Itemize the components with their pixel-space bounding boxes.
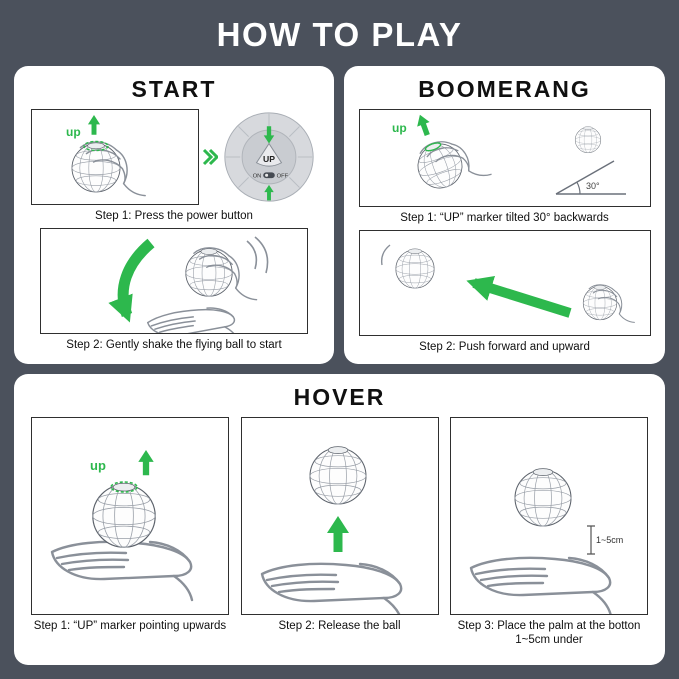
boomerang-step2-figure (358, 230, 651, 337)
start-step2-caption: Step 2: Gently shake the flying ball to … (66, 339, 282, 352)
start-step1-figure-row: up (24, 109, 324, 205)
power-button-detail: UP ON OFF (224, 112, 314, 202)
ball-illustration (574, 126, 601, 154)
up-ring-highlight (83, 140, 109, 152)
hover-step-1: up Step 1: “UP” marker pointing upwards (30, 417, 230, 653)
start-step2-figure (40, 228, 308, 354)
boomerang-panel-title: BOOMERANG (418, 76, 591, 102)
motion-arc (254, 236, 269, 274)
hover-step-3: 1~5cm Step 3: Place the palm at the bott… (449, 417, 649, 653)
start-panel-title: START (131, 76, 217, 102)
up-arrow-icon (138, 450, 154, 476)
tilted-ball-group (410, 127, 492, 196)
hover-step1-caption: Step 1: “UP” marker pointing upwards (33, 620, 227, 632)
hover-panel-title: HOVER (293, 384, 386, 410)
boomerang-step2-caption: Step 2: Push forward and upward (419, 341, 590, 354)
ball-illustration (308, 446, 367, 505)
up-marker-label: up (66, 125, 81, 139)
hover-step1-illustration: up (50, 450, 194, 602)
off-label: OFF (277, 174, 289, 180)
start-step1-figure: up (31, 109, 199, 205)
up-arrow-icon (413, 112, 433, 138)
up-button-label: UP (263, 154, 275, 164)
boomerang-step1-figure: up 30° (358, 109, 651, 207)
ball-illustration (92, 482, 156, 548)
hand-icon (260, 562, 403, 624)
hover-step1-figure: up (31, 417, 229, 615)
up-ring-highlight (110, 481, 138, 493)
page-title: HOW TO PLAY (216, 16, 463, 53)
hover-step3-caption: Step 3: Place the palm at the botton 1~5… (457, 620, 641, 647)
motion-arc (246, 240, 258, 270)
zoom-chevron-icon (202, 148, 218, 166)
distance-label: 1~5cm (596, 535, 623, 545)
boomerang-panel: BOOMERANG up 30° (344, 66, 665, 364)
hover-step2-caption: Step 2: Release the ball (278, 620, 401, 632)
up-arrow-icon (87, 115, 101, 135)
hover-step2-illustration (260, 446, 403, 624)
up-marker-label: up (392, 121, 407, 135)
motion-arc (380, 244, 390, 266)
angle-diagram: 30° (555, 160, 626, 195)
hand-icon (146, 304, 239, 354)
hover-steps-row: up Step 1: “UP” marker pointing upwards … (24, 417, 655, 653)
start-step1-caption: Step 1: Press the power button (95, 210, 253, 222)
up-arrow-icon (326, 516, 349, 552)
hand-icon (469, 556, 613, 618)
hover-step-2: Step 2: Release the ball (240, 417, 440, 653)
up-marker-triangle (255, 142, 283, 167)
power-switch-icon (263, 172, 275, 179)
up-ring-highlight (424, 142, 441, 152)
start-step2-illustration (108, 236, 269, 354)
boomerang-step1-illustration: up 30° (392, 112, 626, 196)
ball-illustration (514, 468, 572, 527)
angle-label: 30° (586, 181, 600, 191)
distance-indicator: 1~5cm (587, 525, 623, 555)
boomerang-step1-caption: Step 1: “UP” marker tilted 30° backwards (400, 212, 609, 224)
hand-ball-group (582, 284, 635, 324)
hover-panel: HOVER up Step 1: “UP” marker pointing up… (14, 374, 665, 665)
boomerang-step2-illustration (380, 244, 635, 324)
hover-step2-figure (240, 417, 439, 624)
hand-icon (50, 540, 194, 602)
up-marker-label: up (90, 458, 106, 473)
start-step1-illustration: up (66, 115, 146, 197)
shake-arrow-icon (108, 239, 155, 323)
hover-step3-illustration: 1~5cm (469, 468, 623, 618)
start-panel: START up (14, 66, 334, 364)
top-row: START up (14, 66, 665, 364)
push-arrow-icon (465, 276, 571, 319)
hover-step3-figure: 1~5cm (450, 417, 648, 618)
ball-illustration (394, 248, 435, 289)
on-label: ON (253, 174, 262, 180)
